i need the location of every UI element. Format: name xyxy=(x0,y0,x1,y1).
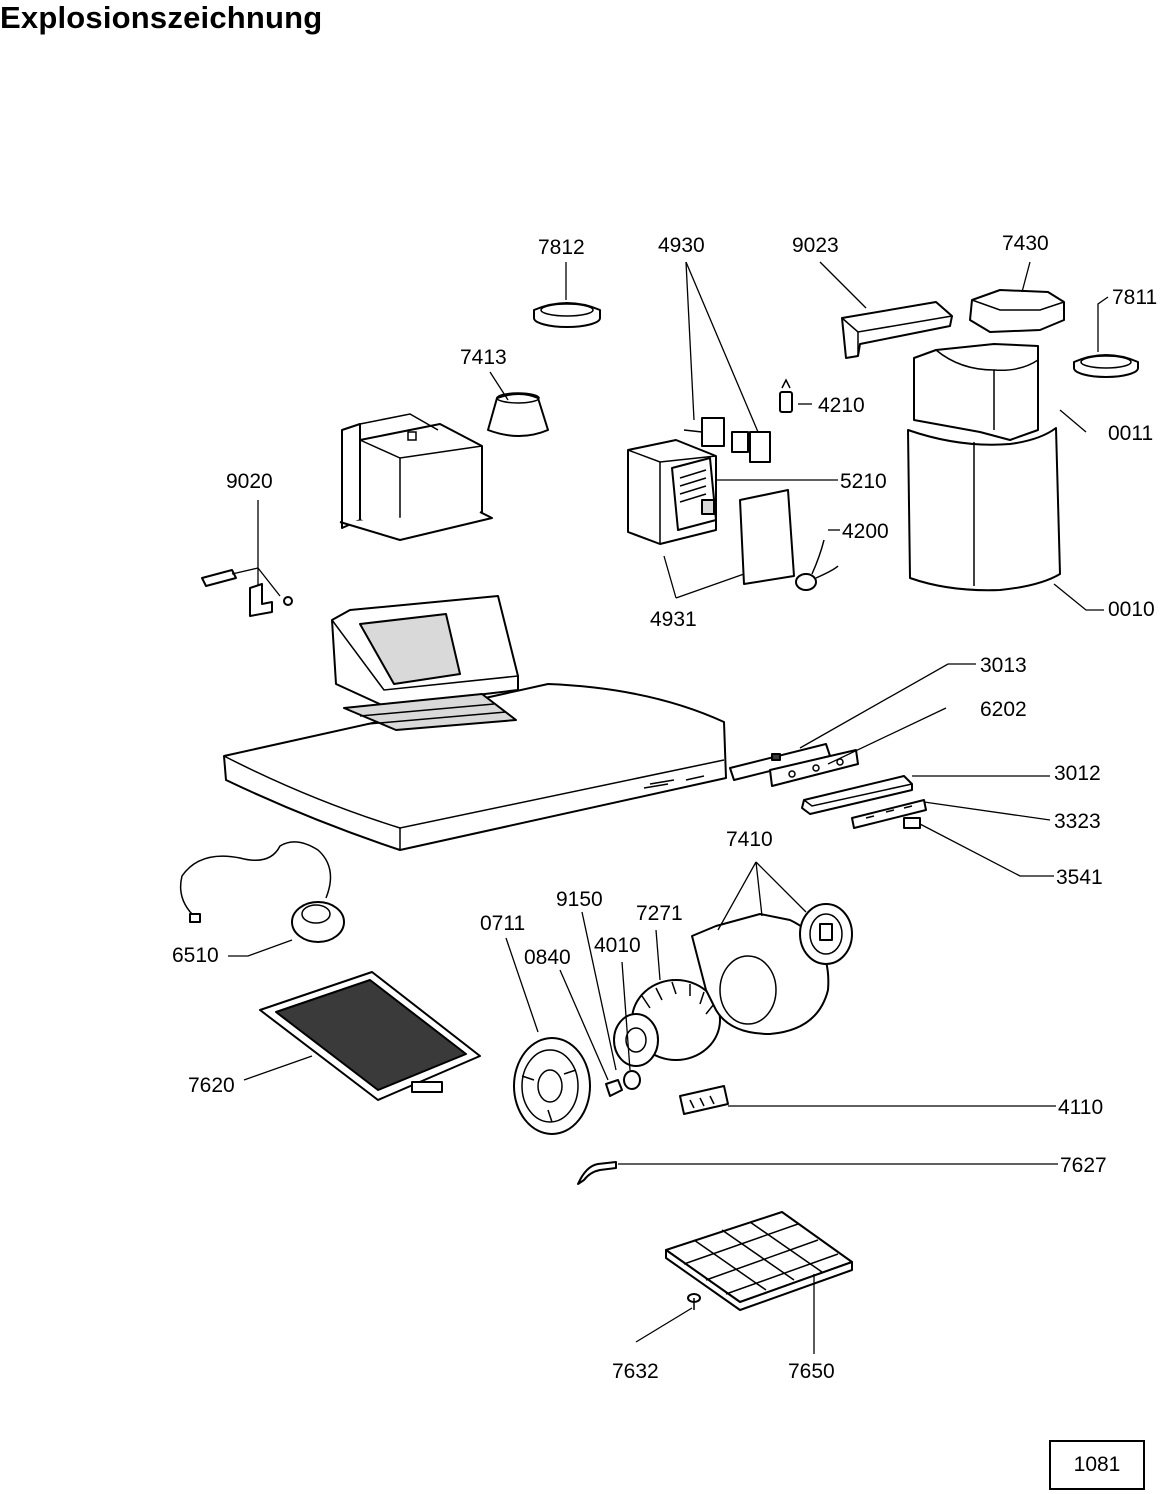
label-4200: 4200 xyxy=(842,520,889,543)
label-7811: 7811 xyxy=(1112,286,1157,309)
label-0840: 0840 xyxy=(524,946,571,969)
label-7271: 7271 xyxy=(636,902,683,925)
label-9150: 9150 xyxy=(556,888,603,911)
label-7650: 7650 xyxy=(788,1360,835,1383)
label-5210: 5210 xyxy=(840,470,887,493)
part-4200-capacitor xyxy=(795,539,839,591)
part-4930-switches xyxy=(683,417,771,463)
label-4210: 4210 xyxy=(818,394,865,417)
part-7410-blower-housing xyxy=(691,903,853,1035)
part-7627-clip xyxy=(577,1161,617,1185)
part-7812-ring xyxy=(533,302,601,328)
label-3013: 3013 xyxy=(980,654,1027,677)
page-number: 1081 xyxy=(1049,1440,1145,1490)
part-4010-washer xyxy=(623,1070,641,1090)
part-5210-circuit-board xyxy=(671,457,717,531)
part-4110-terminal-block xyxy=(679,1085,729,1115)
label-0010: 0010 xyxy=(1108,598,1155,621)
part-7271-motor xyxy=(613,979,721,1067)
part-4931-cover xyxy=(739,489,795,585)
part-hood-outlet xyxy=(331,595,519,707)
part-9020-fasteners xyxy=(201,569,293,617)
part-4210-fuse xyxy=(779,378,793,413)
part-0011-upper-chimney xyxy=(913,343,1039,441)
part-7620-grease-filter xyxy=(259,971,481,1101)
label-3012: 3012 xyxy=(1054,762,1101,785)
part-7430-adapter xyxy=(969,289,1065,333)
label-0711: 0711 xyxy=(480,912,525,935)
label-7413: 7413 xyxy=(460,346,507,369)
label-6510: 6510 xyxy=(172,944,219,967)
part-7413-collar xyxy=(487,392,549,437)
label-9023: 9023 xyxy=(792,234,839,257)
part-7811-ring xyxy=(1073,354,1139,378)
page-title: Explosionszeichnung xyxy=(0,0,323,35)
label-3323: 3323 xyxy=(1054,810,1101,833)
part-3541-button xyxy=(903,817,921,829)
label-7410: 7410 xyxy=(726,828,773,851)
part-0010-lower-chimney xyxy=(907,427,1061,592)
label-4110: 4110 xyxy=(1058,1096,1103,1119)
part-3012-bar xyxy=(801,775,913,815)
part-7650-carbon-filter xyxy=(665,1211,853,1311)
part-3323-panel xyxy=(851,799,927,829)
label-7620: 7620 xyxy=(188,1074,235,1097)
part-main-hood-body xyxy=(223,683,727,851)
part-9023-bracket xyxy=(841,301,953,359)
part-7632-screw xyxy=(687,1293,701,1310)
part-0711-fan-plate xyxy=(513,1037,591,1135)
part-6510-lamp xyxy=(179,841,345,943)
label-7627: 7627 xyxy=(1060,1154,1107,1177)
part-0840-nut xyxy=(605,1079,623,1097)
leader-lines xyxy=(228,261,1109,1354)
label-4931: 4931 xyxy=(650,608,697,631)
label-7632: 7632 xyxy=(612,1360,659,1383)
part-6202-panel xyxy=(769,749,859,787)
label-9020: 9020 xyxy=(226,470,273,493)
label-3541: 3541 xyxy=(1056,866,1103,889)
label-4930: 4930 xyxy=(658,234,705,257)
label-7812: 7812 xyxy=(538,236,585,259)
part-upper-housing-box xyxy=(339,413,493,541)
part-labels: 7812 4930 9023 7430 7811 7413 4210 0011 … xyxy=(172,232,1157,1383)
label-0011: 0011 xyxy=(1108,422,1153,445)
label-4010: 4010 xyxy=(594,934,641,957)
label-7430: 7430 xyxy=(1002,232,1049,255)
label-6202: 6202 xyxy=(980,698,1027,721)
